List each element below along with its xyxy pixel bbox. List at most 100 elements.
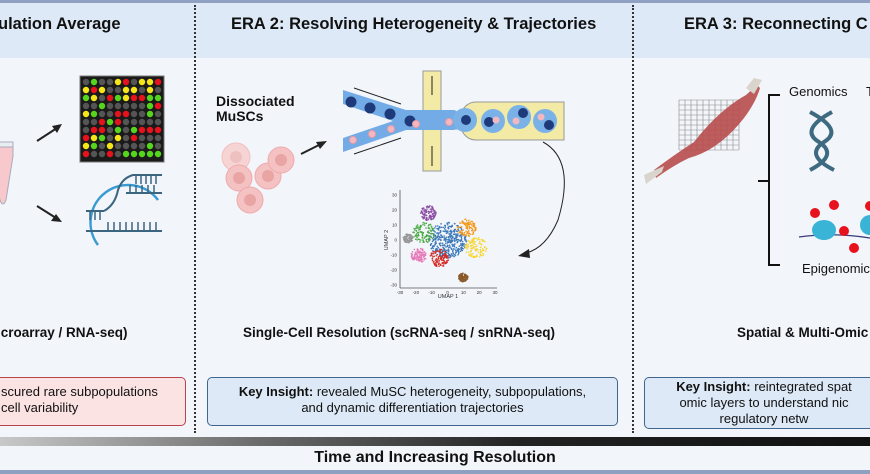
- umap-point: [416, 236, 418, 239]
- umap-point: [467, 244, 469, 247]
- umap-point: [465, 243, 468, 245]
- umap-point: [413, 236, 415, 238]
- umap-point: [458, 226, 460, 228]
- microarray-spot: [82, 150, 90, 158]
- umap-point: [472, 252, 474, 255]
- umap-point: [425, 222, 428, 225]
- umap-point: [440, 257, 443, 260]
- umap-point: [415, 235, 418, 237]
- umap-ytick: -30: [390, 283, 397, 288]
- umap-point: [432, 260, 435, 263]
- umap-point: [407, 241, 410, 243]
- umap-point: [453, 233, 455, 236]
- umap-point: [417, 233, 420, 236]
- microarray-spot: [122, 110, 130, 118]
- microarray-spot: [82, 134, 90, 142]
- umap-point: [447, 249, 449, 251]
- umap-point: [438, 250, 440, 253]
- umap-point: [450, 247, 452, 249]
- umap-point: [463, 237, 466, 240]
- microarray-spot: [82, 86, 90, 94]
- umap-point: [445, 262, 447, 264]
- umap-point: [415, 227, 418, 229]
- umap-point: [422, 221, 424, 224]
- umap-point: [445, 240, 447, 243]
- umap-point: [462, 232, 464, 235]
- umap-point: [460, 226, 463, 228]
- umap-point: [461, 244, 463, 247]
- umap-point: [419, 239, 422, 241]
- omics-label-genomics: Genomics: [789, 84, 848, 99]
- microarray-spot: [146, 102, 154, 110]
- umap-point: [448, 221, 450, 224]
- bracket-icon: [758, 94, 780, 266]
- umap-point: [422, 223, 424, 226]
- microarray-spot: [146, 86, 154, 94]
- umap-point: [432, 251, 435, 253]
- umap-point: [415, 252, 418, 255]
- umap-point: [429, 204, 431, 207]
- microarray-spot: [130, 110, 138, 118]
- umap-point: [441, 251, 444, 253]
- umap-point: [427, 206, 430, 209]
- umap-point: [436, 253, 439, 256]
- umap-point: [457, 253, 459, 256]
- umap-point: [457, 233, 459, 235]
- dna-icon: [809, 110, 835, 172]
- umap-point: [420, 231, 422, 234]
- microarray-spot: [122, 78, 130, 86]
- umap-point: [434, 214, 437, 217]
- timeline-gradient-bar: [0, 437, 870, 446]
- umap-point: [456, 250, 459, 252]
- umap-point: [424, 252, 427, 254]
- umap-point: [450, 230, 453, 233]
- umap-point: [423, 207, 425, 210]
- microarray-spot: [90, 126, 98, 134]
- umap-point: [478, 238, 480, 241]
- insight-line: reintegrated spat: [754, 379, 852, 394]
- umap-point: [450, 255, 452, 257]
- umap-point: [479, 248, 482, 251]
- umap-point: [417, 256, 419, 259]
- umap-point: [443, 261, 445, 264]
- umap-point: [457, 229, 460, 232]
- microarray-spot: [90, 142, 98, 150]
- era3-illustration: Genomics Tr Epigenomics: [644, 78, 870, 276]
- umap-point: [436, 245, 439, 248]
- microarray-spot: [154, 110, 162, 118]
- era1-title: ulation Average: [0, 15, 121, 33]
- microarray-spot: [106, 94, 114, 102]
- umap-point: [425, 211, 428, 214]
- umap-point: [426, 206, 428, 208]
- microarray-spot: [146, 94, 154, 102]
- umap-point: [444, 253, 447, 255]
- umap-point: [444, 226, 447, 228]
- umap-point: [423, 224, 426, 226]
- omics-label-epigenomics: Epigenomics: [802, 261, 870, 276]
- umap-point: [431, 257, 434, 260]
- microarray-spot: [98, 134, 106, 142]
- umap-point: [437, 233, 440, 236]
- umap-xtick: 10: [461, 290, 467, 295]
- umap-point: [441, 242, 444, 245]
- umap-point: [455, 230, 458, 232]
- umap-point: [458, 275, 460, 278]
- umap-point: [465, 240, 468, 243]
- umap-point: [469, 250, 472, 253]
- umap-point: [445, 255, 447, 257]
- umap-point: [472, 238, 475, 241]
- umap-point: [484, 240, 486, 243]
- umap-point: [430, 230, 432, 232]
- umap-point: [450, 239, 452, 241]
- umap-point: [461, 272, 464, 275]
- microarray-spot: [98, 94, 106, 102]
- umap-point: [442, 254, 445, 257]
- umap-point: [413, 255, 416, 258]
- umap-point: [444, 224, 446, 227]
- umap-point: [473, 226, 476, 229]
- microarray-spot: [138, 86, 146, 94]
- umap-point: [471, 227, 473, 230]
- microarray-spot: [122, 142, 130, 150]
- umap-ytick: 0: [394, 238, 397, 243]
- umap-point: [431, 246, 434, 249]
